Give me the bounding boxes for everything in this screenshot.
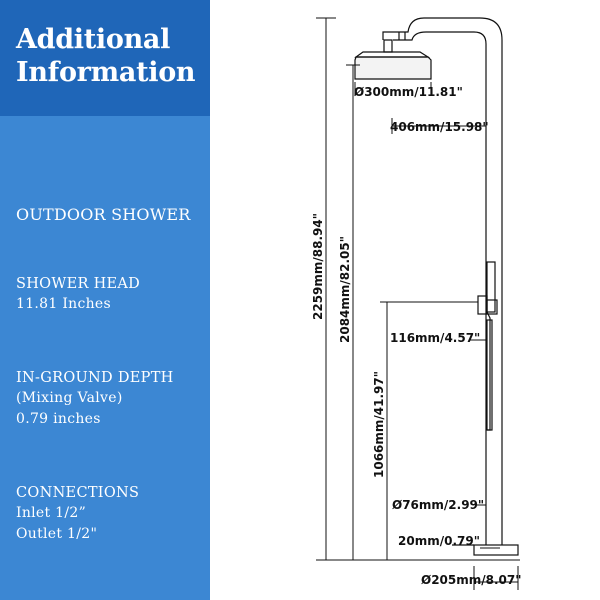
valve-knob (486, 299, 498, 315)
shower-pipe-inner (393, 31, 487, 545)
shower-head-value: 11.81 Inches (16, 296, 112, 312)
info-panel (0, 116, 210, 600)
shower-head-top (354, 51, 431, 58)
connections-label: CONNECTIONS (16, 485, 140, 501)
shower-dimension-diagram: Ø300mm/11.81" 406mm/15.98" 116mm/4.57" Ø… (311, 17, 522, 590)
head-connector (383, 39, 393, 53)
shower-outline (354, 17, 519, 556)
title-band (0, 0, 210, 116)
depth-label: IN-GROUND DEPTH (16, 370, 174, 386)
outlet-size: Outlet 1/2" (16, 526, 98, 542)
dimension-lines (316, 17, 520, 590)
head-diameter-label: Ø300mm/11.81" (354, 85, 463, 99)
valve-height-label: 1066mm/41.97" (372, 371, 386, 478)
arm-joint (398, 32, 406, 40)
panel-title-line2: Information (16, 57, 196, 88)
base-diameter-label: Ø205mm/8.07" (421, 573, 522, 587)
shower-head (354, 56, 432, 80)
handshower-wand (486, 319, 493, 431)
valve-offset-label: 116mm/4.57" (390, 331, 480, 345)
base-plate (473, 544, 519, 556)
total-height-label: 2259mm/88.94" (311, 213, 325, 320)
head-height-label: 2084mm/82.05" (338, 236, 352, 343)
shower-head-label: SHOWER HEAD (16, 276, 141, 292)
shower-pipe-outer (382, 17, 503, 545)
product-type: OUTDOOR SHOWER (16, 205, 191, 224)
depth-sub: (Mixing Valve) (16, 390, 123, 406)
panel-title-line1: Additional (16, 24, 171, 55)
inlet-size: Inlet 1/2” (16, 505, 87, 521)
ground-depth-label: 20mm/0.79" (398, 534, 480, 548)
arm-reach-label: 406mm/15.98" (390, 120, 489, 134)
handshower-holder (486, 261, 496, 313)
pipe-diameter-label: Ø76mm/2.99" (392, 498, 484, 512)
depth-value: 0.79 inches (16, 411, 101, 427)
